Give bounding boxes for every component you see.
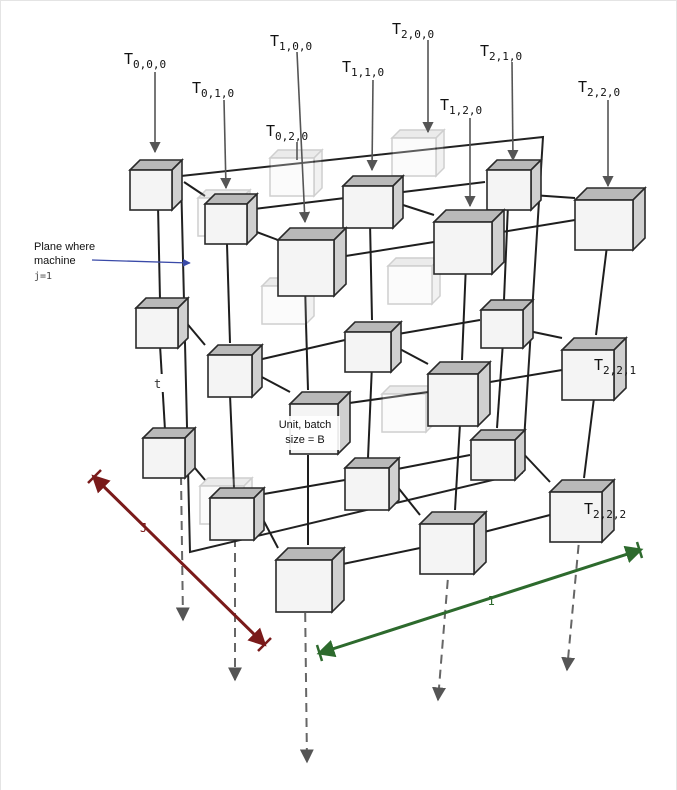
axis-i: I (315, 541, 644, 662)
svg-text:machine: machine (34, 255, 76, 267)
label-t210: T2,1,0 (480, 42, 522, 63)
label-t000: T0,0,0 (124, 50, 166, 71)
cube-front-1-0 (432, 208, 506, 276)
cube-j1-2-1 (479, 298, 535, 350)
cube-front-2-0 (573, 186, 647, 252)
cube-front-0-0 (276, 226, 348, 298)
input-arrows (149, 40, 614, 224)
cube-j1-1-0 (341, 174, 405, 230)
label-t110: T1,1,0 (342, 58, 384, 79)
cube-j1-2-2 (469, 428, 527, 482)
plane-pointer-arrow (91, 258, 191, 267)
cube-back-0 (128, 158, 184, 212)
label-t010: T0,1,0 (192, 79, 234, 100)
cube-j1-0-1 (206, 343, 264, 399)
cube-j1-1-2 (343, 456, 401, 512)
top-tensor-labels: T0,0,0 T1,0,0 T2,0,0 T0,1,0 T1,1,0 T2,1,… (124, 20, 620, 143)
axis-j: J (87, 469, 272, 652)
cube-back-2 (141, 426, 197, 480)
label-t120: T1,2,0 (440, 96, 482, 117)
cube-front-1-2 (418, 510, 488, 576)
axis-j-label: J (140, 521, 147, 535)
cube-front-2-2 (548, 478, 616, 544)
side-tensor-labels: T2,2,1 T2,2,2 (584, 356, 636, 521)
cube-front-0-2 (274, 546, 346, 614)
cube-front-2-1 (560, 336, 628, 402)
label-t100: T1,0,0 (270, 32, 312, 53)
svg-text:Unit, batch: Unit, batch (279, 419, 332, 431)
label-t222: T2,2,2 (584, 500, 626, 521)
label-t221: T2,2,1 (594, 356, 636, 377)
cube-j1-0-2 (208, 486, 266, 542)
svg-text:size = B: size = B (285, 434, 324, 446)
cube-j1-2-0 (485, 158, 543, 212)
axis-t-label: t (154, 377, 161, 391)
cube-j1-1-1 (343, 320, 403, 374)
cube-front-1-1 (426, 360, 492, 428)
cube-j1-0-0 (203, 192, 259, 246)
svg-text:Plane where: Plane where (34, 241, 95, 253)
unit-cubes (128, 158, 647, 614)
label-t220: T2,2,0 (578, 78, 620, 99)
label-t200: T2,0,0 (392, 20, 434, 41)
label-t020: T0,2,0 (266, 122, 308, 143)
cube-back-1 (134, 296, 190, 350)
plane-annotation: Plane where machine j=1 (34, 241, 191, 282)
svg-text:j=1: j=1 (34, 271, 52, 282)
unit-annotation: Unit, batch size = B (268, 416, 340, 450)
axis-i-label: I (488, 594, 495, 608)
